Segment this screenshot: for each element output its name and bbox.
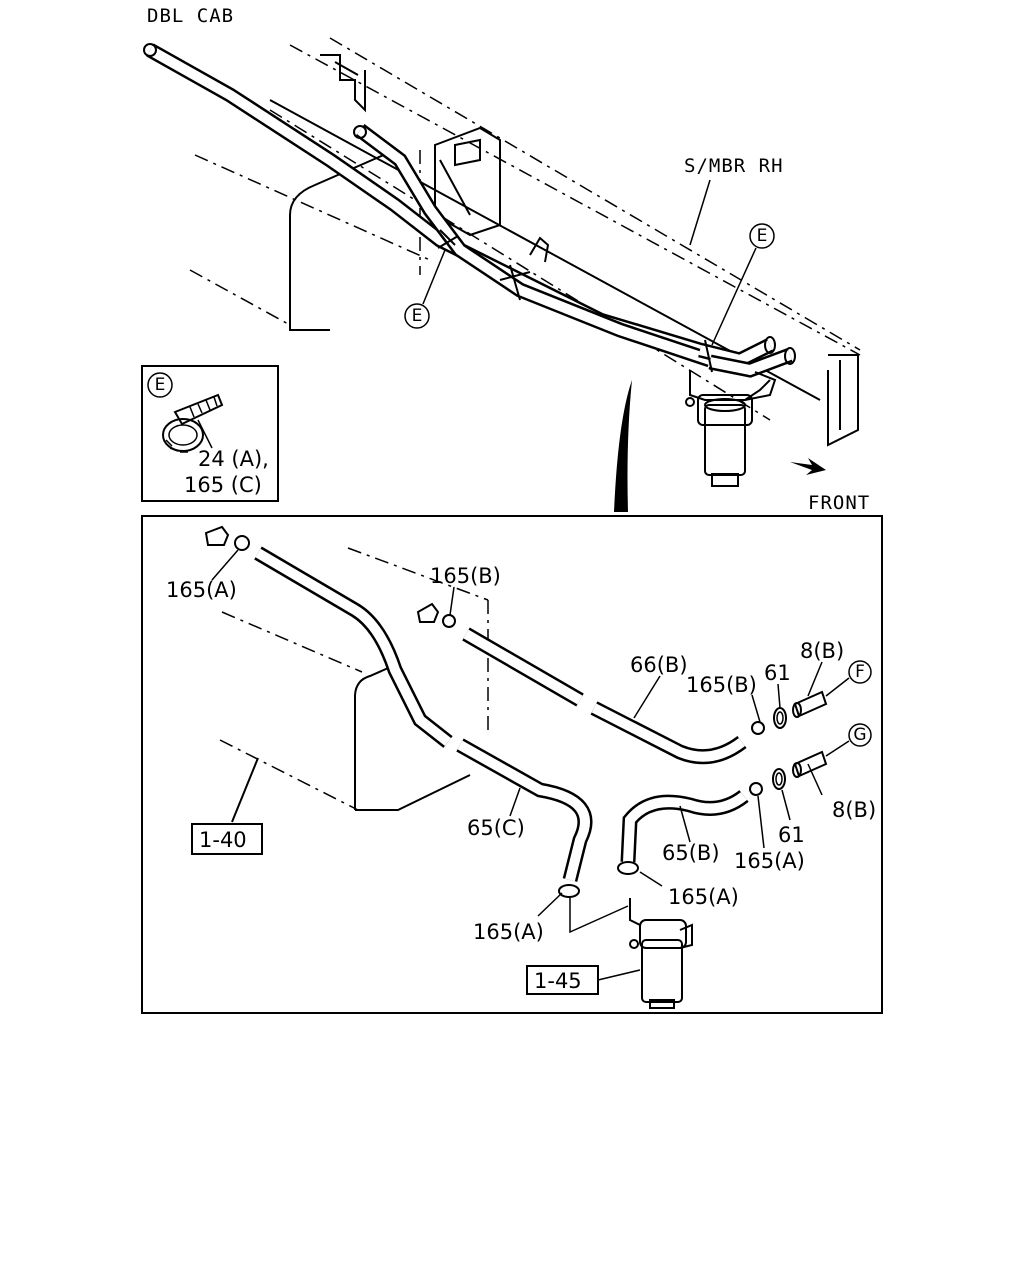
callout-e-right <box>749 223 775 249</box>
inset-e: E 24 (A), 165 (C) <box>141 365 279 502</box>
pipe-8b-bottom-icon <box>792 750 828 778</box>
cable-tie-icon <box>162 393 224 453</box>
fuel-filter-top-view <box>685 370 777 487</box>
label-clamp-165a-top: 165(A) <box>166 578 237 602</box>
inset-e-letter-badge <box>147 372 173 398</box>
clip-band <box>437 229 459 249</box>
callout-g <box>848 723 872 747</box>
svg-text:E: E <box>412 306 423 326</box>
label-pipe-8b-top: 8(B) <box>800 639 844 663</box>
fuel-tank-outline <box>219 547 489 823</box>
label-clamp-165b-top: 165(B) <box>430 564 501 588</box>
fuel-filter-detail-icon <box>629 898 693 1009</box>
label-clamp-165a-right: 165(A) <box>734 849 805 873</box>
svg-text:E: E <box>757 226 768 246</box>
ref-filter: 1-45 <box>534 969 582 993</box>
ref-box-filter <box>526 965 599 995</box>
inset-e-part-line2: 165 (C) <box>184 473 262 497</box>
clamp-165a-left-icon <box>558 884 580 898</box>
clamp-165a-right-icon <box>749 782 763 796</box>
svg-text:F: F <box>855 662 865 682</box>
label-clamp-165a-left: 165(A) <box>473 920 544 944</box>
front-arrow-icon <box>790 458 826 475</box>
svg-text:E: E <box>155 375 166 395</box>
tank-outline <box>194 154 431 261</box>
svg-text:G: G <box>853 725 866 745</box>
label-clamp-165b-right: 165(B) <box>686 673 757 697</box>
ref-box-tank <box>191 823 263 855</box>
label-joint-61-top: 61 <box>764 661 791 685</box>
label-hose-65b: 65(B) <box>662 841 720 865</box>
member-label: S/MBR RH <box>684 155 784 177</box>
front-label: FRONT <box>808 492 870 514</box>
hose-65c <box>456 738 593 882</box>
label-clamp-165a-mid: 165(A) <box>668 885 739 909</box>
detail-frame <box>141 515 883 1014</box>
detail-pointer-icon <box>614 380 632 512</box>
pipe-8b-top-icon <box>792 690 828 718</box>
clamp-165a-mid-icon <box>617 861 639 875</box>
label-hose-65c: 65(C) <box>467 816 525 840</box>
label-pipe-8b-bottom: 8(B) <box>832 798 876 822</box>
tank-fitting-icon <box>143 43 157 57</box>
inset-e-part-line1: 24 (A), <box>198 447 269 471</box>
callout-f <box>848 660 872 684</box>
callout-e-left <box>404 303 430 329</box>
tank-outlet-fitting-icon <box>204 525 230 546</box>
label-joint-61-bottom: 61 <box>778 823 805 847</box>
side-member-section <box>827 354 859 447</box>
ref-tank: 1-40 <box>199 828 247 852</box>
label-hose-66b: 66(B) <box>630 653 688 677</box>
clamp-165b-right-icon <box>751 721 765 735</box>
side-member-edge-top <box>289 44 861 356</box>
joint-61-top-icon <box>773 707 787 729</box>
top-view: S/MBR RH E E FRONT <box>143 37 870 514</box>
joint-61-bottom-icon <box>772 768 786 790</box>
detail-view: 1-40 <box>141 515 883 1014</box>
member-bracket <box>320 54 366 113</box>
header-title: DBL CAB <box>147 5 234 27</box>
clamp-icon <box>234 535 250 551</box>
